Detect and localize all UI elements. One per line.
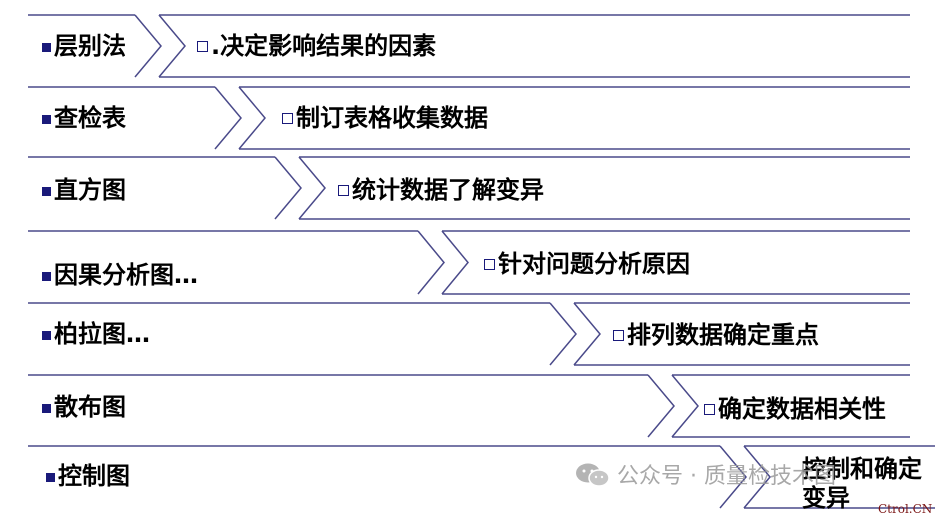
purpose-label-check-sheet: 制订表格收集数据 — [282, 104, 488, 132]
purpose-label-stratification: .决定影响结果的因素 — [197, 32, 436, 60]
chevron-arrow — [647, 374, 675, 438]
tool-label-scatter: 散布图 — [42, 393, 126, 421]
purpose-label-control-chart: 控制和确定变异 — [802, 455, 922, 512]
bullet-square-icon — [42, 272, 51, 281]
tool-label-stratification: 层别法 — [42, 32, 126, 60]
hollow-square-icon — [704, 404, 715, 415]
chevron-arrow — [238, 86, 266, 150]
bullet-square-icon — [42, 331, 51, 340]
chevron-arrow — [743, 445, 771, 509]
chevron-arrow — [549, 302, 577, 366]
chevron-arrow — [214, 86, 242, 150]
chevron-arrow — [719, 445, 747, 509]
purpose-label-histogram: 统计数据了解变异 — [338, 176, 544, 204]
purpose-label-scatter: 确定数据相关性 — [704, 395, 886, 423]
chevron-arrow — [671, 374, 699, 438]
hollow-square-icon — [613, 330, 624, 341]
chevron-arrow — [417, 230, 445, 295]
bullet-square-icon — [42, 187, 51, 196]
hollow-square-icon — [197, 41, 208, 52]
watermark: 公众号 · 质量检技术图 — [575, 462, 836, 492]
hollow-square-icon — [282, 113, 293, 124]
tool-label-check-sheet: 查检表 — [42, 104, 126, 132]
hollow-square-icon — [484, 259, 495, 270]
bullet-square-icon — [42, 404, 51, 413]
chevron-arrow — [298, 156, 326, 220]
tool-label-control-chart: 控制图 — [46, 462, 130, 490]
purpose-label-cause-effect: 针对问题分析原因 — [484, 250, 690, 278]
tool-label-pareto: 柏拉图… — [42, 320, 150, 348]
chevron-arrow — [573, 302, 601, 366]
bullet-square-icon — [46, 473, 55, 482]
chevron-arrow — [441, 230, 469, 295]
bullet-square-icon — [42, 43, 51, 52]
purpose-label-pareto: 排列数据确定重点 — [613, 321, 819, 349]
wechat-icon — [576, 463, 610, 487]
chevron-arrow — [158, 14, 186, 78]
bullet-square-icon — [42, 115, 51, 124]
chevron-arrow — [134, 14, 162, 78]
tool-label-histogram: 直方图 — [42, 176, 126, 204]
tool-label-cause-effect: 因果分析图… — [42, 261, 198, 289]
site-logo: Ctrol.CN — [878, 502, 933, 516]
chevron-arrow — [274, 156, 302, 220]
hollow-square-icon — [338, 185, 349, 196]
